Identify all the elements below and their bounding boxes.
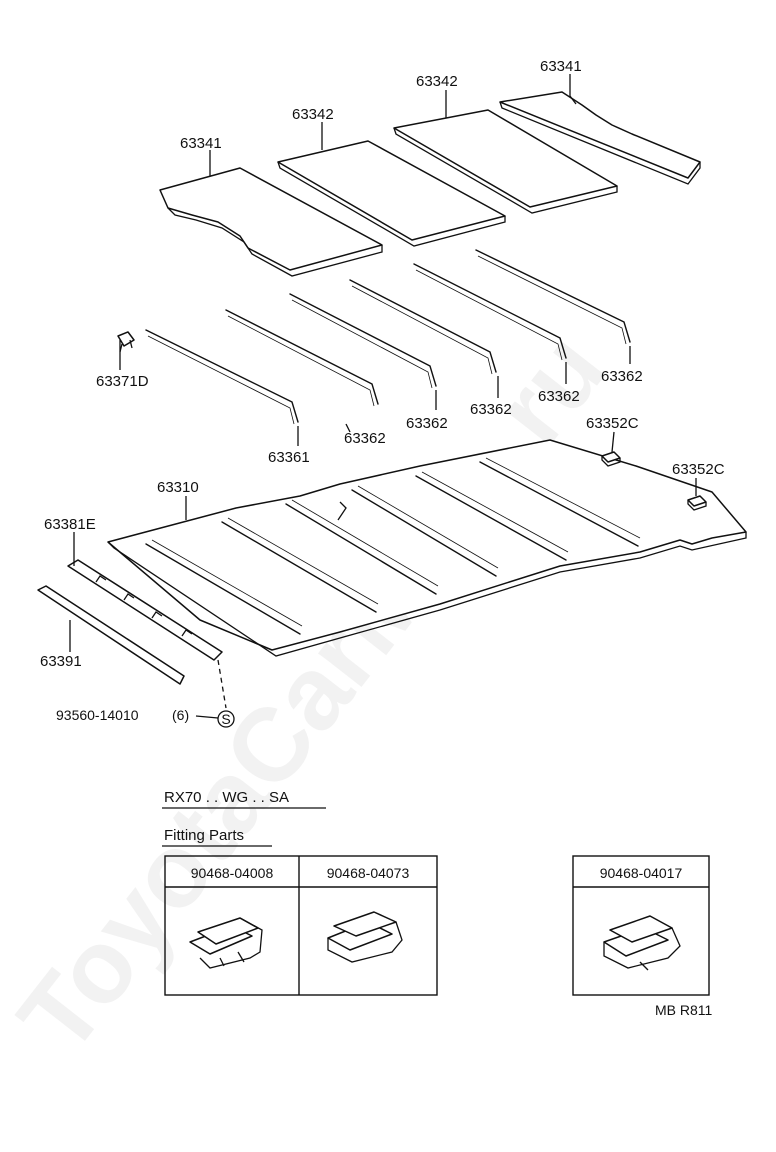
label-63341-right: 63341 xyxy=(540,58,582,75)
pad-63352c-1 xyxy=(601,451,621,467)
headliner-63310 xyxy=(107,439,747,657)
rail-63362-1 xyxy=(225,309,379,407)
panel-63341-right xyxy=(499,91,701,185)
label-63362-b: 63362 xyxy=(406,415,448,432)
label-63371d: 63371D xyxy=(96,373,149,390)
label-63362-e: 63362 xyxy=(601,368,643,385)
trim-63391 xyxy=(37,585,185,685)
label-63362-d: 63362 xyxy=(538,388,580,405)
label-63342-left: 63342 xyxy=(292,106,334,123)
label-63342-right: 63342 xyxy=(416,73,458,90)
label-63352c-b: 63352C xyxy=(672,461,725,478)
retainer-clip-icon xyxy=(189,917,263,969)
label-63362-a: 63362 xyxy=(344,430,386,447)
reference-code: MB R811 xyxy=(655,1002,713,1018)
label-63341-left: 63341 xyxy=(180,135,222,152)
bolt-leader xyxy=(195,715,219,719)
spring-clip-icon xyxy=(327,911,403,963)
bent-clip-icon xyxy=(603,915,681,971)
label-63381e: 63381E xyxy=(44,516,96,533)
fitting-parts-title: Fitting Parts xyxy=(164,827,244,844)
rail-63362-2 xyxy=(289,293,437,389)
watermark: ToyotaCarMine.ru xyxy=(0,312,628,1074)
retainer-63381e xyxy=(67,559,223,661)
fitting-part-no-1: 90468-04008 xyxy=(191,865,274,881)
fitting-part-no-3: 90468-04017 xyxy=(600,865,683,881)
fitting-part-no-2: 90468-04073 xyxy=(327,865,410,881)
label-63310: 63310 xyxy=(157,479,199,496)
panel-63341-left xyxy=(159,167,383,277)
label-63362-c: 63362 xyxy=(470,401,512,418)
bolt-symbol-circle xyxy=(217,710,235,728)
label-63391: 63391 xyxy=(40,653,82,670)
rail-63362-5 xyxy=(475,249,631,345)
pad-63352c-2 xyxy=(687,495,707,511)
label-bolt-qty: (6) xyxy=(172,707,189,723)
rail-63361 xyxy=(145,329,299,425)
panel-63342-right xyxy=(393,109,618,214)
label-63361: 63361 xyxy=(268,449,310,466)
rail-63362-3 xyxy=(349,279,497,375)
leader-lines xyxy=(69,74,697,652)
fitting-box-2 xyxy=(572,855,710,996)
label-63352c-a: 63352C xyxy=(586,415,639,432)
label-bolt-part: 93560-14010 xyxy=(56,707,139,723)
model-line: RX70 . . WG . . SA xyxy=(164,789,289,806)
fitting-box-1 xyxy=(164,855,438,996)
bolt-symbol: S xyxy=(221,711,230,727)
bolt-dash-line xyxy=(217,659,227,709)
rail-63362-4 xyxy=(413,263,567,361)
panel-63342-left xyxy=(277,140,506,247)
